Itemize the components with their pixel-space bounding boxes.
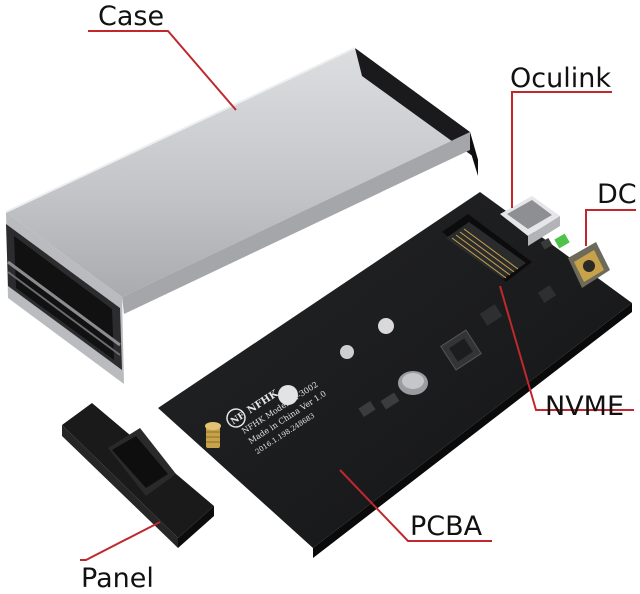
mounting-hole: [378, 318, 394, 334]
brass-standoff: [205, 422, 221, 448]
nvme-slot: [442, 214, 532, 282]
label-nvme: NVME: [545, 391, 625, 422]
nfhk-logo-icon: [226, 408, 246, 428]
leader-lines: [80, 30, 636, 561]
pcba-board: NF NFHK NFHK Model: N-3002 Made in China…: [158, 192, 632, 558]
dc-jack: [568, 242, 610, 288]
end-panel: [62, 403, 214, 548]
oculink-connector: [500, 196, 560, 246]
chip: [479, 304, 503, 326]
chip: [537, 285, 557, 303]
aluminum-case: [5, 47, 478, 384]
label-case: Case: [98, 1, 165, 32]
capacitor: [398, 371, 428, 395]
label-panel: Panel: [81, 563, 154, 594]
led: [554, 233, 570, 249]
leader-pcba: [339, 469, 492, 542]
label-dc: DC: [597, 179, 637, 210]
leader-oculink: [511, 91, 612, 208]
leader-nvme: [499, 285, 634, 411]
leader-dc: [585, 209, 636, 246]
label-pcba: PCBA: [410, 511, 483, 542]
mounting-hole: [278, 385, 298, 405]
mounting-hole: [340, 345, 354, 359]
label-oculink: Oculink: [510, 63, 611, 94]
leader-panel: [80, 521, 161, 561]
leader-case: [88, 30, 237, 111]
